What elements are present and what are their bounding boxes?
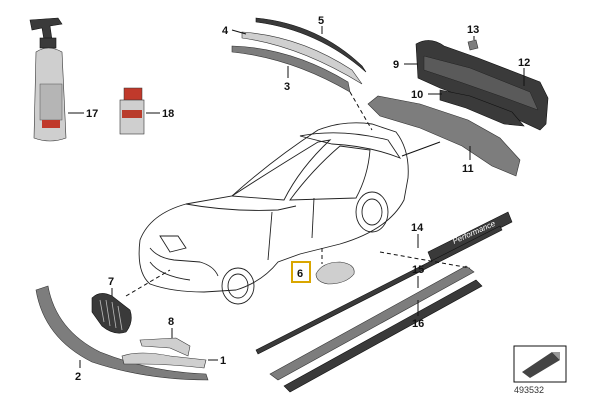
label-9: 9 (393, 59, 399, 71)
label-10: 10 (411, 89, 423, 101)
highlight-box-part-6 (291, 261, 311, 283)
label-12: 12 (518, 57, 530, 69)
label-2: 2 (75, 371, 81, 383)
label-4: 4 (222, 25, 229, 37)
label-15: 15 (412, 264, 424, 276)
bracket-part-8[interactable] (139, 337, 191, 357)
diagram-number: 493532 (514, 385, 544, 395)
mirror-cap-part-6[interactable] (315, 261, 355, 285)
page-corner-icon (513, 345, 567, 383)
car-body-outline (138, 122, 409, 305)
rear-trim-part-10[interactable] (439, 89, 525, 127)
label-11: 11 (462, 163, 474, 175)
label-14: 14 (411, 222, 424, 234)
side-skirt-part-16[interactable] (283, 279, 483, 393)
label-7: 7 (108, 276, 114, 288)
label-8: 8 (168, 316, 174, 328)
bottle-part-18[interactable] (119, 87, 145, 135)
label-5: 5 (318, 15, 324, 27)
clip-part-13[interactable] (467, 39, 479, 51)
front-splitter-part-2[interactable] (35, 285, 209, 381)
roof-spoiler-part-4[interactable] (241, 31, 363, 85)
spray-bottle-part-17[interactable] (29, 17, 67, 142)
side-skirt-part-15[interactable] (269, 265, 475, 381)
label-1: 1 (220, 355, 226, 367)
rear-lower-spoiler-part-11[interactable] (367, 95, 521, 177)
front-flap-part-1[interactable] (121, 352, 207, 369)
label-17: 17 (86, 108, 98, 120)
label-18: 18 (162, 108, 174, 120)
kidney-grille-part-7[interactable] (91, 293, 132, 334)
label-6: 6 (297, 268, 303, 280)
trim-strip-part-3[interactable] (231, 45, 351, 93)
roof-strip-part-5[interactable] (255, 17, 367, 73)
label-16: 16 (412, 318, 424, 330)
label-13: 13 (467, 24, 479, 36)
label-3: 3 (284, 81, 290, 93)
